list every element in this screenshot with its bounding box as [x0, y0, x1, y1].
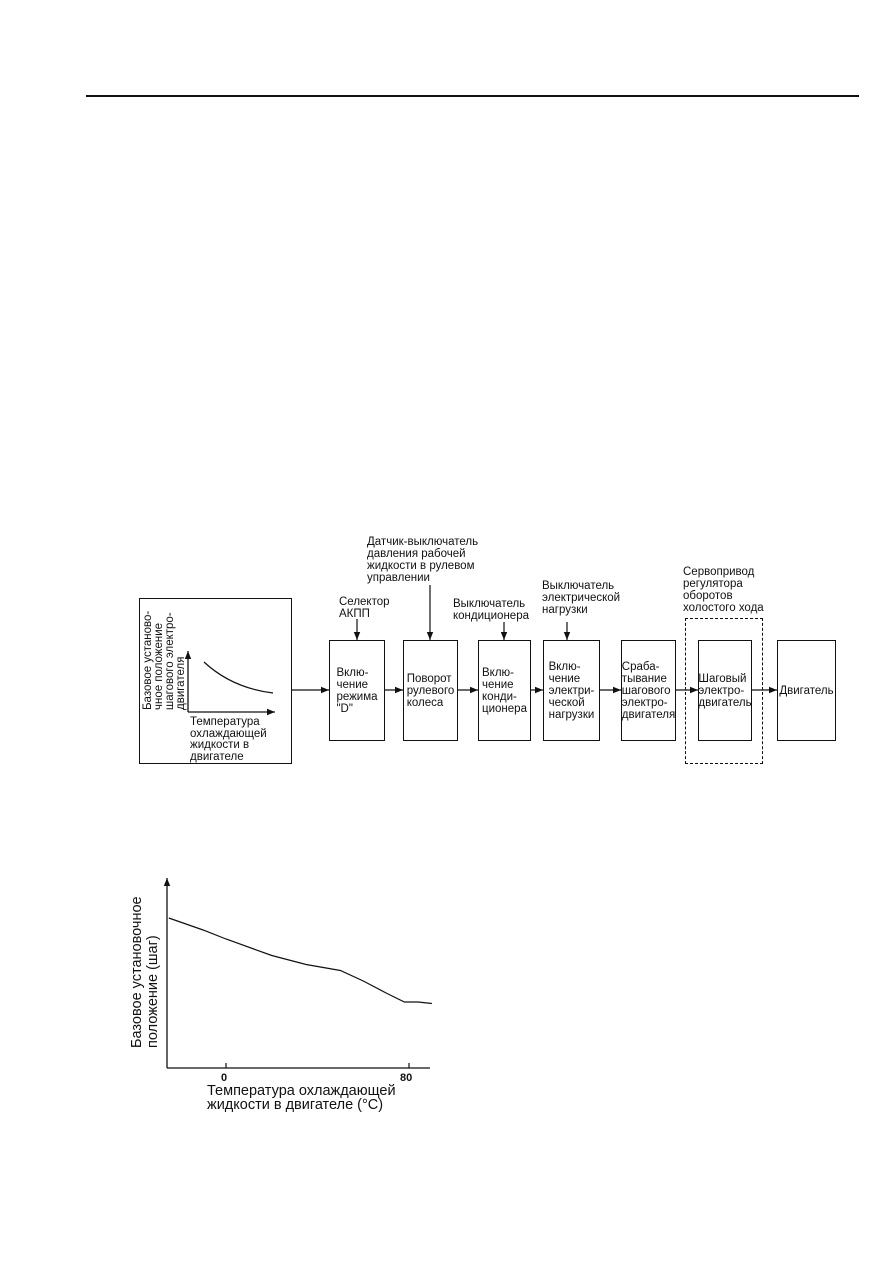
block-ac-label: Вклю- чение конди- ционера — [482, 666, 527, 715]
label-load-switch: Выключатель электрической нагрузки — [542, 580, 621, 616]
inset-box — [139, 598, 292, 764]
block-el-load: Вклю- чение электри- ческой нагрузки — [543, 640, 600, 741]
block-mode-d: Вклю- чение режима "D" — [329, 640, 385, 741]
chart-tick-label-0: 0 — [221, 1072, 228, 1084]
block-stepper-trigger-label: Сраба- тывание шагового электро- двигате… — [621, 660, 676, 721]
label-servo: Сервопривод регулятора оборотов холостог… — [683, 566, 764, 614]
block-engine-label: Двигатель — [779, 684, 834, 697]
chart-xlabel: Температура охлаждающей жидкости в двига… — [207, 1083, 396, 1113]
block-engine: Двигатель — [777, 640, 836, 741]
label-ps-switch: Датчик-выключатель давления рабочей жидк… — [367, 536, 479, 584]
servo-dashed-box — [685, 618, 763, 764]
block-ac: Вклю- чение конди- ционера — [478, 640, 531, 741]
inset-curve — [203, 661, 274, 694]
block-stepper-trigger: Сраба- тывание шагового электро- двигате… — [621, 640, 676, 741]
block-stepper-motor: Шаговый электро- двигатель — [698, 640, 752, 741]
block-mode-d-label: Вклю- чение режима "D" — [336, 666, 378, 715]
block-stepper-motor-label: Шаговый электро- двигатель — [698, 672, 752, 709]
label-selector: Селектор АКПП — [339, 596, 390, 620]
chart-series-line — [168, 917, 432, 1005]
header-rule — [86, 95, 859, 97]
block-el-load-label: Вклю- чение электри- ческой нагрузки — [548, 660, 595, 721]
chart-tick-label-80: 80 — [400, 1072, 413, 1084]
label-ac-switch: Выключатель кондиционера — [453, 598, 529, 622]
block-steering-label: Поворот рулевого колеса — [406, 672, 455, 709]
chart-ylabel: Базовое установочное положение (шаг) — [129, 896, 161, 1048]
inset-xlabel: Температура охлаждающей жидкости в двига… — [190, 716, 267, 763]
block-steering: Поворот рулевого колеса — [403, 640, 458, 741]
